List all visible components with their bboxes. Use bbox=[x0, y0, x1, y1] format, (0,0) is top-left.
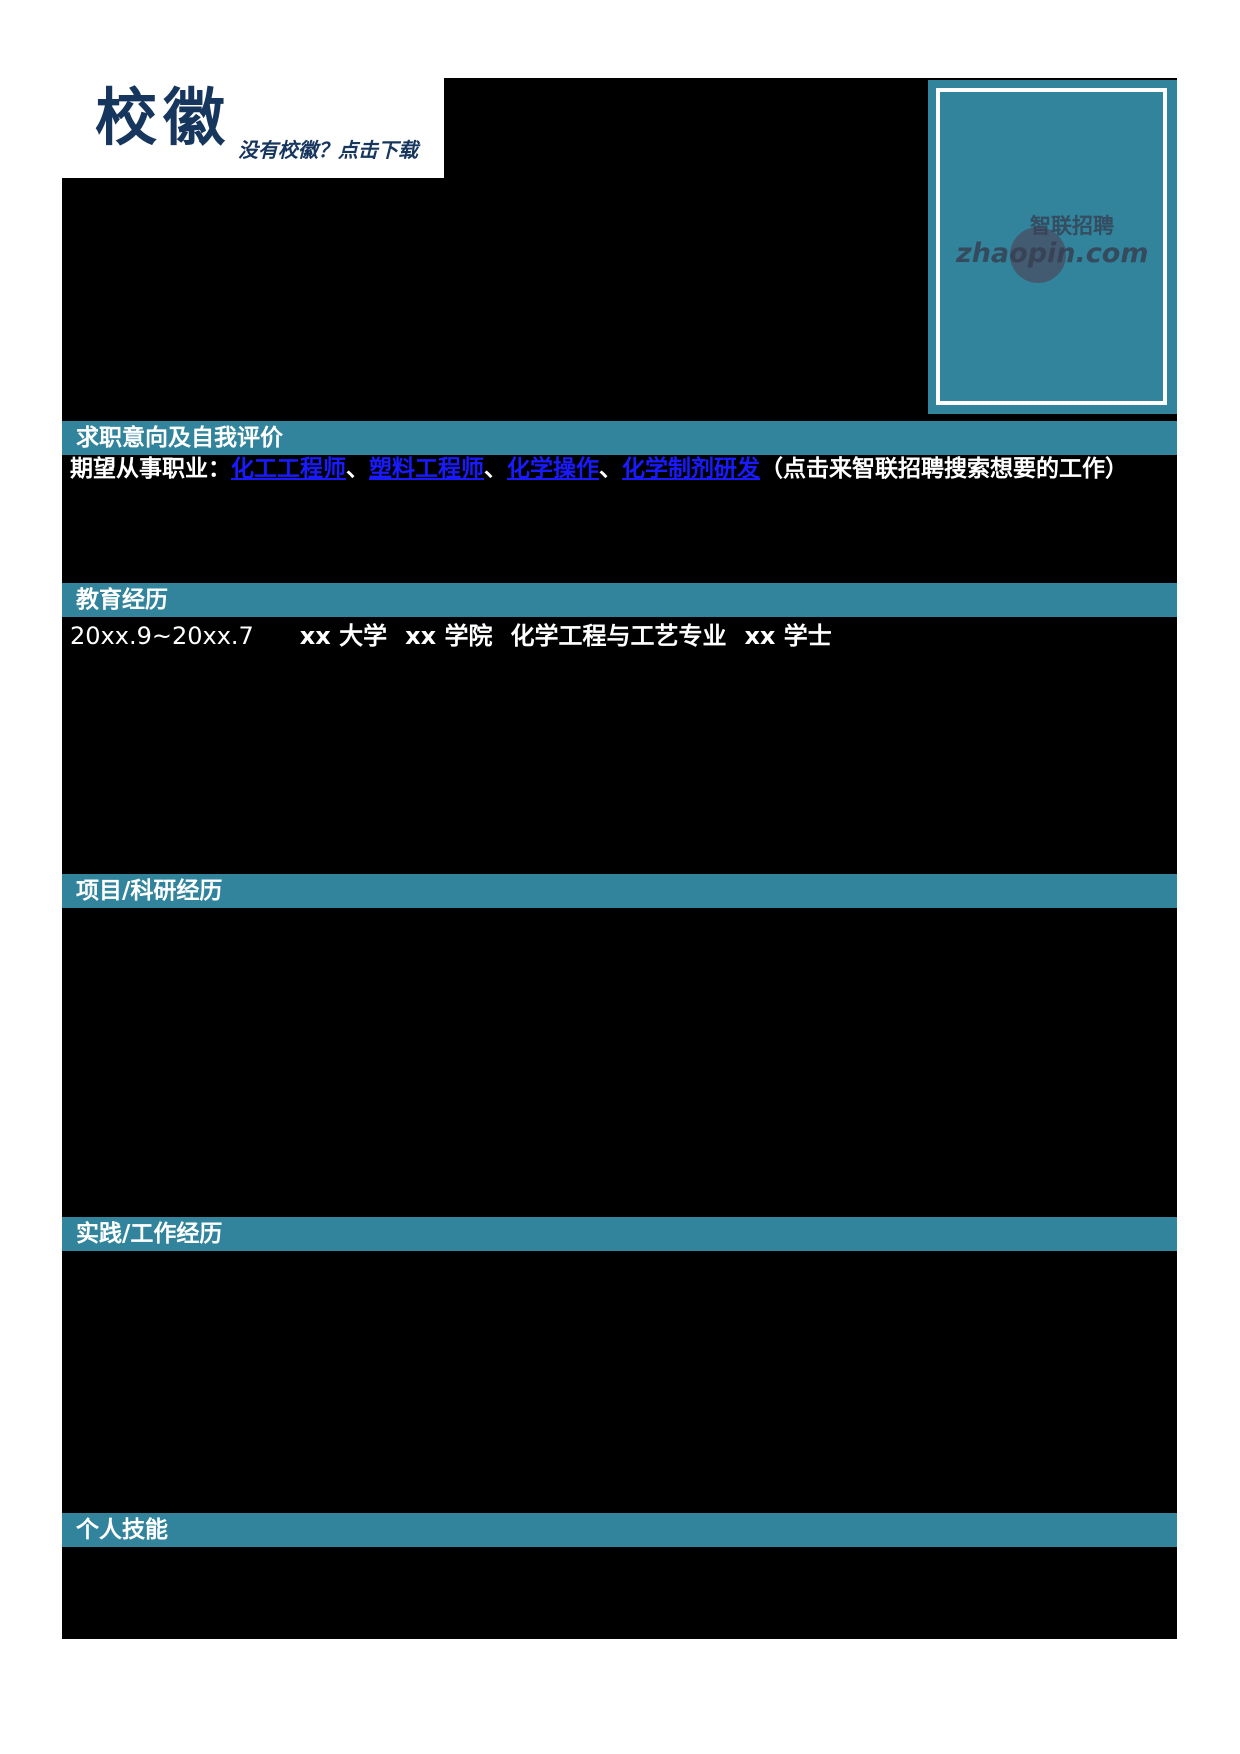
education-university: xx 大学 bbox=[299, 622, 388, 650]
job-link-plastics-engineer[interactable]: 塑料工程师 bbox=[369, 456, 484, 482]
job-link-chemical-rd[interactable]: 化学制剂研发 bbox=[622, 456, 760, 482]
link-separator: 、 bbox=[599, 456, 622, 482]
section-header-skills: 个人技能 bbox=[62, 1513, 1177, 1547]
photo-frame bbox=[936, 88, 1167, 405]
job-link-chemical-operation[interactable]: 化学操作 bbox=[507, 456, 599, 482]
zhaopin-logo-circle-icon bbox=[1010, 227, 1066, 283]
section-header-intent: 求职意向及自我评价 bbox=[62, 421, 1177, 455]
education-line: 20xx.9~20xx.7 xx 大学 xx 学院化学工程与工艺专业 xx 学士 bbox=[70, 620, 832, 652]
education-major: 化学工程与工艺专业 bbox=[510, 622, 727, 650]
watermark-text-cn: 智联招聘 bbox=[1030, 214, 1114, 238]
intent-line: 期望从事职业：化工工程师、塑料工程师、化学操作、化学制剂研发（点击来智联招聘搜索… bbox=[70, 453, 1128, 485]
section-header-education: 教育经历 bbox=[62, 583, 1177, 617]
school-logo-box: 校徽 没有校徽？点击下载 bbox=[62, 78, 444, 178]
education-degree: xx 学士 bbox=[744, 622, 832, 650]
photo-placeholder[interactable]: 智联招聘 zhaopin.com bbox=[928, 80, 1177, 414]
education-period: 20xx.9~20xx.7 bbox=[70, 622, 254, 650]
education-college: xx 学院 bbox=[405, 622, 493, 650]
section-header-work: 实践/工作经历 bbox=[62, 1217, 1177, 1251]
watermark-text-en: zhaopin.com bbox=[956, 238, 1149, 269]
link-separator: 、 bbox=[484, 456, 507, 482]
job-link-chemical-engineer[interactable]: 化工工程师 bbox=[231, 456, 346, 482]
logo-download-link[interactable]: 没有校徽？点击下载 bbox=[238, 138, 418, 162]
link-separator: 、 bbox=[346, 456, 369, 482]
section-header-projects: 项目/科研经历 bbox=[62, 874, 1177, 908]
school-logo-text: 校徽 bbox=[95, 81, 232, 154]
content-area: 校徽 没有校徽？点击下载 智联招聘 zhaopin.com 求职意向及自我评价 … bbox=[62, 78, 1177, 1639]
intent-label: 期望从事职业： bbox=[70, 456, 231, 482]
intent-note: （点击来智联招聘搜索想要的工作） bbox=[760, 456, 1128, 482]
